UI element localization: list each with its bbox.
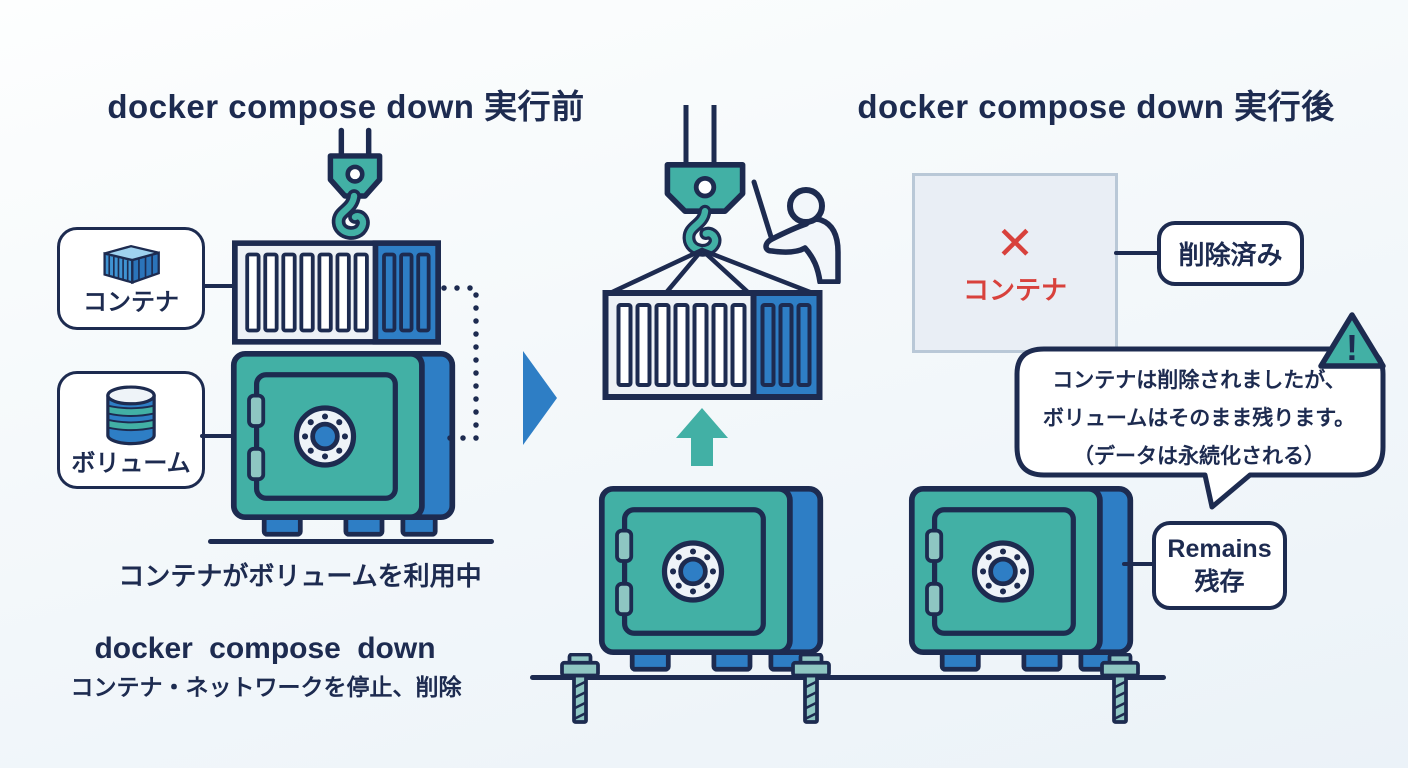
warning-triangle-icon: ! — [1318, 312, 1386, 369]
volume-safe-middle — [598, 481, 826, 679]
persistence-note: コンテナは削除されましたが、 ボリュームはそのまま残ります。 （データは永続化さ… — [1032, 362, 1366, 476]
dotted-link-bracket — [441, 285, 479, 441]
container-illustration-left — [232, 238, 441, 347]
ground-line-left — [208, 539, 494, 544]
up-arrow-icon — [676, 408, 728, 466]
volume-safe-right — [908, 481, 1136, 679]
container-legend-box: コンテナ — [57, 227, 205, 330]
remains-label-ja: 残存 — [1194, 567, 1245, 596]
right-arrow-icon — [523, 351, 557, 445]
left-caption: コンテナがボリュームを利用中 — [118, 561, 482, 591]
warning-exclamation: ! — [1346, 327, 1358, 368]
remains-label-en: Remains — [1167, 534, 1272, 563]
crane-cables — [683, 105, 717, 165]
container-3d-icon — [98, 242, 164, 286]
remains-connector — [1122, 562, 1154, 566]
title-after: docker compose down 実行後 — [857, 88, 1335, 125]
deleted-badge: 削除済み — [1157, 221, 1304, 286]
note-line-1: コンテナは削除されましたが、 — [1052, 369, 1346, 392]
volume-legend-connector — [200, 434, 234, 438]
remains-badge: Remains 残存 — [1152, 521, 1287, 610]
command-description: コンテナ・ネットワークを停止、削除 — [70, 674, 462, 700]
deleted-badge-connector — [1114, 251, 1160, 255]
volume-legend-label: ボリューム — [71, 449, 191, 477]
note-line-3: （データは永続化される） — [1073, 445, 1325, 468]
ground-line-main — [530, 675, 1166, 680]
anchor-bolt-icon — [559, 653, 601, 731]
deleted-container-box: ✕ コンテナ — [912, 173, 1118, 353]
title-before: docker compose down 実行前 — [107, 88, 585, 125]
x-mark-icon: ✕ — [995, 216, 1035, 269]
volume-database-icon — [104, 385, 158, 447]
note-line-2: ボリュームはそのまま残ります。 — [1042, 407, 1356, 430]
crane-hook-icon — [327, 127, 383, 240]
volume-legend-box: ボリューム — [57, 371, 205, 489]
command-text: docker compose down — [94, 632, 436, 665]
anchor-bolt-icon — [1099, 653, 1141, 731]
anchor-bolt-icon — [790, 653, 832, 731]
container-illustration-lifted — [602, 290, 823, 400]
sling-cables — [605, 247, 818, 297]
deleted-badge-label: 削除済み — [1178, 240, 1283, 270]
container-legend-connector — [202, 284, 234, 288]
volume-safe-left — [230, 346, 458, 544]
crane-operator-figure — [751, 179, 841, 284]
deleted-container-label: コンテナ — [962, 274, 1067, 305]
container-legend-label: コンテナ — [83, 289, 179, 316]
